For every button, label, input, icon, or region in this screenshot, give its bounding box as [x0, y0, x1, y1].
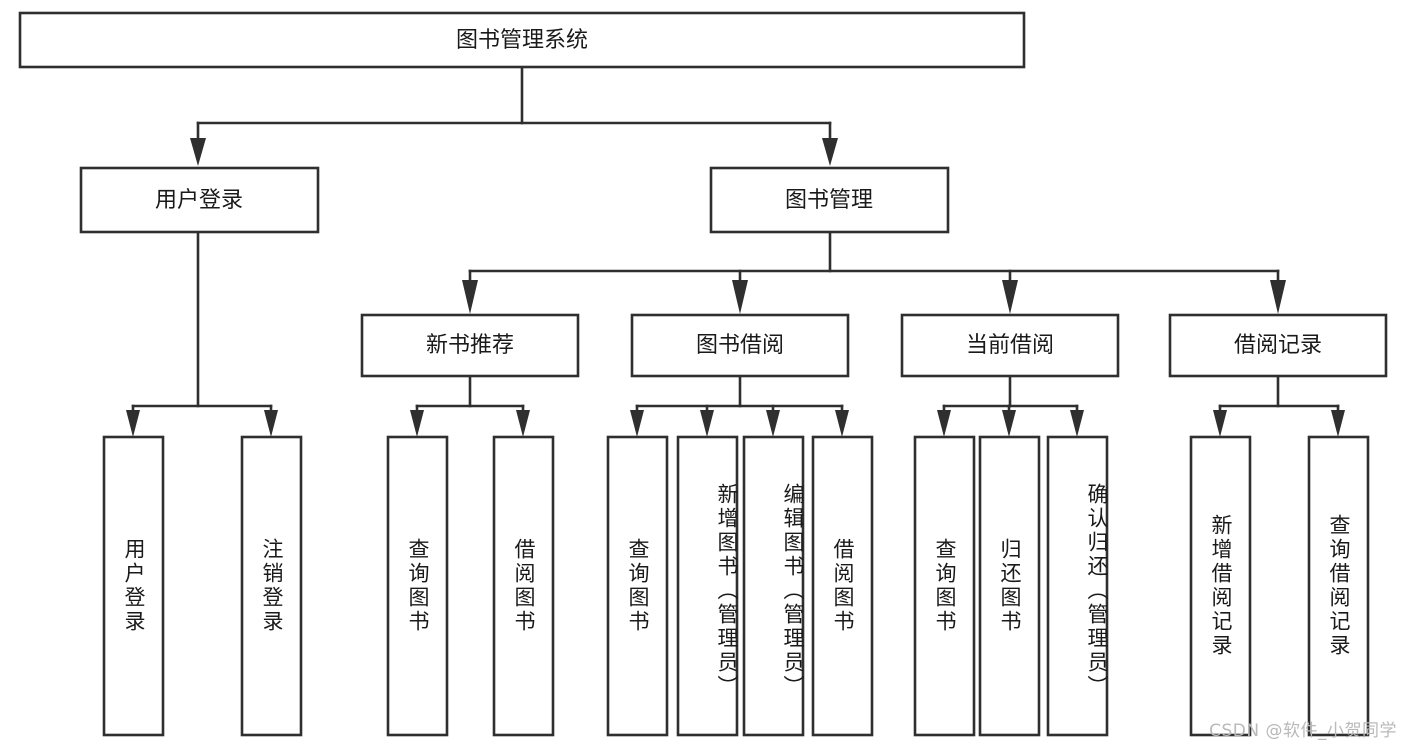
connector-group-root-to-level2 [190, 65, 838, 166]
connector-group-current-to-leaves [937, 374, 1084, 437]
node-book-borrow[interactable]: 图书借阅 [630, 313, 850, 378]
leaf-box-logout[interactable] [240, 435, 303, 737]
node-current-borrow[interactable]: 当前借阅 [900, 313, 1120, 378]
leaf-box-return-book[interactable] [978, 435, 1041, 737]
arrowhead-leaf-user-login [126, 410, 140, 437]
leaf-box-query-book-2[interactable] [606, 435, 669, 737]
arrowhead-leaf-edit-book [766, 410, 780, 437]
leaf-box-add-book[interactable] [676, 435, 739, 737]
connector-group-record-to-leaves [1213, 374, 1345, 437]
leaf-box-query-book-1[interactable] [386, 435, 449, 737]
arrowhead-leaf-borrow-book-2 [835, 410, 849, 437]
arrowhead-leaf-query-book-1 [410, 410, 424, 437]
node-user-login[interactable]: 用户登录 [79, 166, 320, 234]
node-user-login-label: 用户登录 [155, 188, 243, 213]
arrowhead-book-borrow [732, 280, 748, 314]
leaf-box-user-login[interactable] [102, 435, 165, 737]
csdn-watermark: CSDN @软件_小贺同学 [1209, 721, 1397, 741]
node-new-book-recommend[interactable]: 新书推荐 [360, 313, 580, 378]
node-new-book-recommend-box[interactable] [360, 313, 580, 378]
arrowhead-leaf-query-book-3 [937, 410, 951, 437]
node-book-borrow-box[interactable] [630, 313, 850, 378]
node-current-borrow-label: 当前借阅 [966, 333, 1054, 358]
leaf-box-borrow-book-1[interactable] [492, 435, 555, 737]
arrowhead-leaf-query-record [1331, 410, 1345, 437]
arrowhead-user-login [190, 138, 206, 166]
connector-group-recommend-to-leaves [410, 374, 530, 437]
arrowhead-leaf-confirm-return [1070, 410, 1084, 437]
arrowhead-leaf-return-book [1002, 410, 1016, 437]
node-root-book-management-system[interactable]: 图书管理系统 [18, 11, 1026, 69]
connector-group-userlogin-to-leaves [126, 230, 278, 437]
node-book-borrow-label: 图书借阅 [696, 333, 784, 358]
arrowhead-borrow-record [1270, 280, 1286, 314]
node-book-management-label: 图书管理 [785, 188, 873, 213]
connector-group-borrow-to-leaves [630, 374, 849, 437]
node-root-box[interactable] [18, 11, 1026, 69]
node-book-management[interactable]: 图书管理 [709, 166, 950, 234]
arrowhead-leaf-borrow-book-1 [516, 410, 530, 437]
node-root-label: 图书管理系统 [456, 28, 588, 53]
node-borrow-record-box[interactable] [1168, 313, 1388, 378]
leaf-box-confirm-return[interactable] [1046, 435, 1109, 737]
node-borrow-record[interactable]: 借阅记录 [1168, 313, 1388, 378]
connector-group-bookmanage-to-level3 [462, 230, 1286, 314]
leaf-box-borrow-book-2[interactable] [811, 435, 874, 737]
arrowhead-leaf-add-record [1213, 410, 1227, 437]
node-current-borrow-box[interactable] [900, 313, 1120, 378]
node-user-login-box[interactable] [79, 166, 320, 234]
leaf-box-query-record[interactable] [1307, 435, 1370, 737]
node-new-book-recommend-label: 新书推荐 [426, 333, 514, 358]
arrowhead-leaf-query-book-2 [630, 410, 644, 437]
node-borrow-record-label: 借阅记录 [1234, 333, 1322, 358]
node-book-management-box[interactable] [709, 166, 950, 234]
leaf-box-edit-book[interactable] [742, 435, 805, 737]
leaf-box-query-book-3[interactable] [913, 435, 976, 737]
arrowhead-current-borrow [1002, 280, 1018, 314]
arrowhead-leaf-add-book [700, 410, 714, 437]
arrowhead-leaf-logout [264, 410, 278, 437]
arrowhead-new-book-recommend [462, 280, 478, 314]
leaf-box-add-record[interactable] [1189, 435, 1252, 737]
arrowhead-book-manage [822, 138, 838, 166]
